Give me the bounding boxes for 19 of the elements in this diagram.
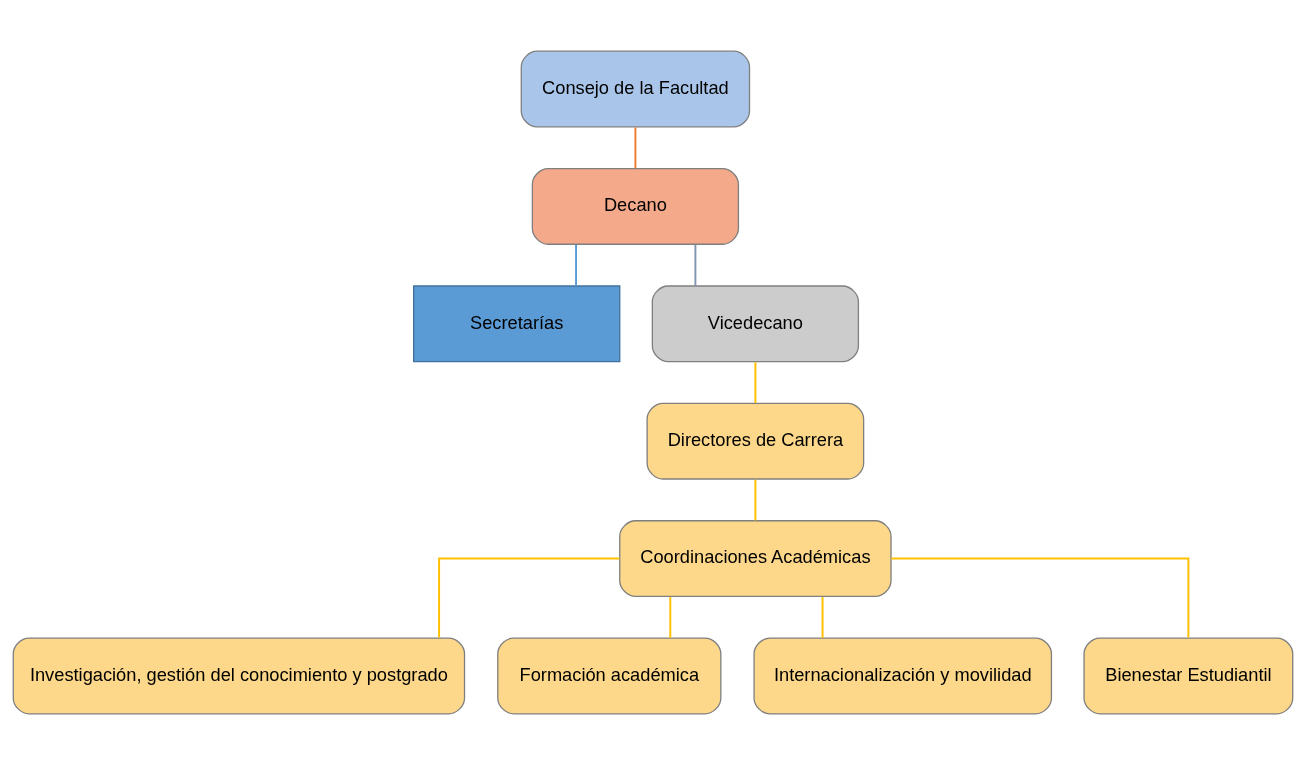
connector bbox=[890, 557, 1190, 638]
connector bbox=[694, 243, 697, 287]
node-box: Coordinaciones Académicas bbox=[619, 519, 892, 597]
connector bbox=[575, 243, 578, 287]
node-box: Directores de Carrera bbox=[646, 402, 865, 480]
connector bbox=[669, 595, 672, 639]
connector bbox=[634, 126, 637, 169]
node-box: Decano bbox=[531, 167, 740, 245]
connector bbox=[821, 595, 824, 639]
node-box: Investigación, gestión del conocimiento y postgrado bbox=[12, 637, 466, 714]
node-box: Vicedecano bbox=[651, 284, 860, 362]
connector bbox=[754, 478, 757, 521]
node-box: Secretarías bbox=[413, 284, 621, 362]
node-box: Consejo de la Facultad bbox=[520, 50, 751, 127]
connector bbox=[754, 360, 757, 404]
node-box: Internacionalización y movilidad bbox=[753, 637, 1053, 714]
node-box: Bienestar Estudiantil bbox=[1083, 637, 1294, 714]
node-box: Formación académica bbox=[497, 637, 722, 714]
connector bbox=[438, 557, 621, 638]
